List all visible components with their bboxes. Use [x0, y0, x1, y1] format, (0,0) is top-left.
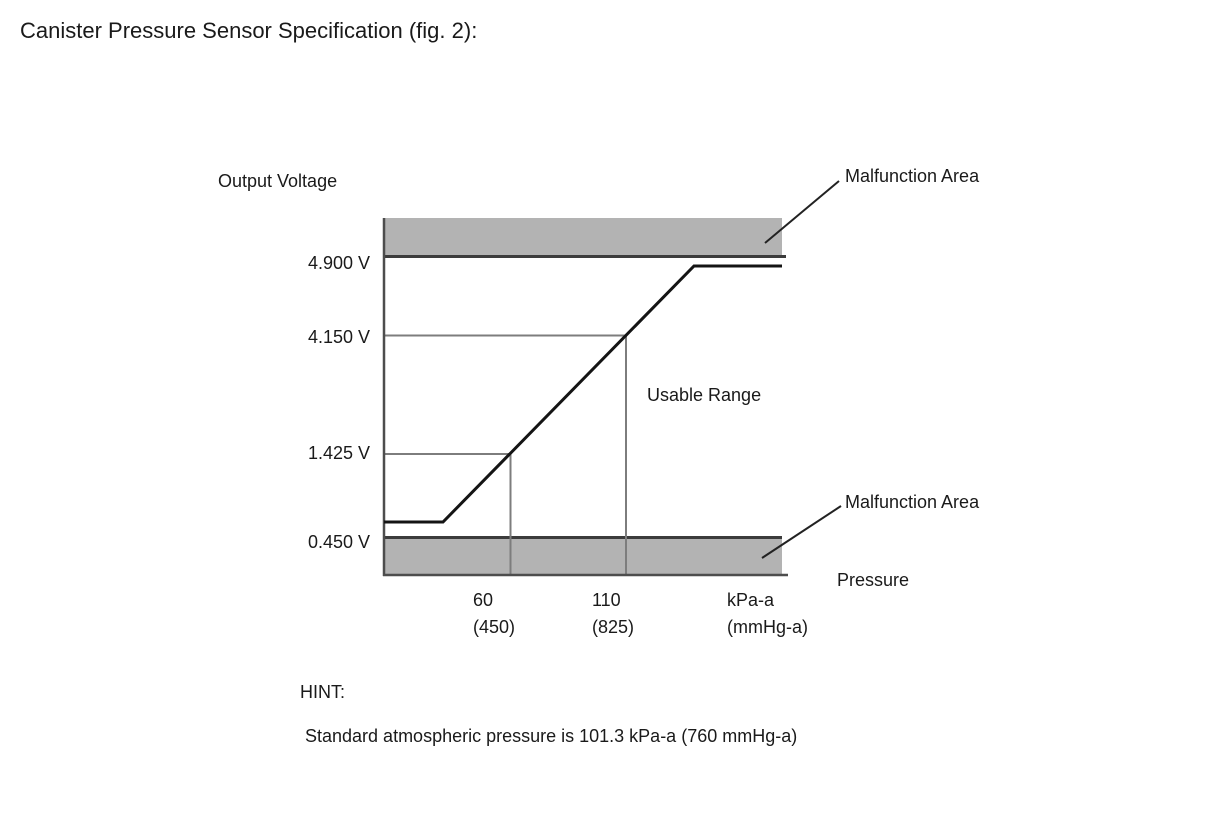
sensor-output-curve	[384, 264, 782, 524]
x-tick-60-kpa: 60	[473, 590, 494, 610]
y-tick-1425v: 1.425 V	[307, 443, 370, 463]
malfunction-area-bottom-label: Malfunction Area	[845, 492, 980, 512]
x-axis-title: Pressure	[837, 570, 910, 590]
y-axis-title: Output Voltage	[218, 171, 338, 191]
x-tick-60-mmhg: (450)	[473, 617, 516, 637]
x-axis-unit-mmhg: (mmHg-a)	[727, 617, 808, 637]
x-tick-110-mmhg: (825)	[592, 617, 635, 637]
malfunction-band-bottom	[384, 537, 782, 575]
leader-line-malfunction-top	[764, 180, 840, 244]
x-axis-unit-kpa: kPa-a	[727, 590, 775, 610]
x-tick-60: 60 (450)	[473, 587, 515, 641]
x-tick-110-kpa: 110	[592, 590, 621, 610]
malfunction-band-top	[384, 218, 782, 255]
usable-range-label: Usable Range	[647, 385, 762, 405]
figure-title: Canister Pressure Sensor Specification (…	[20, 18, 478, 43]
malfunction-area-top-label: Malfunction Area	[845, 166, 980, 186]
hint-text: Standard atmospheric pressure is 101.3 k…	[305, 726, 798, 746]
x-tick-110: 110 (825)	[592, 587, 634, 641]
hint-label: HINT:	[300, 682, 345, 702]
y-tick-4150v: 4.150 V	[307, 327, 370, 347]
y-tick-0450v: 0.450 V	[307, 532, 370, 552]
leader-line-malfunction-bottom	[761, 505, 842, 559]
y-tick-4900v: 4.900 V	[307, 253, 370, 273]
x-axis-units: kPa-a (mmHg-a)	[727, 587, 808, 641]
